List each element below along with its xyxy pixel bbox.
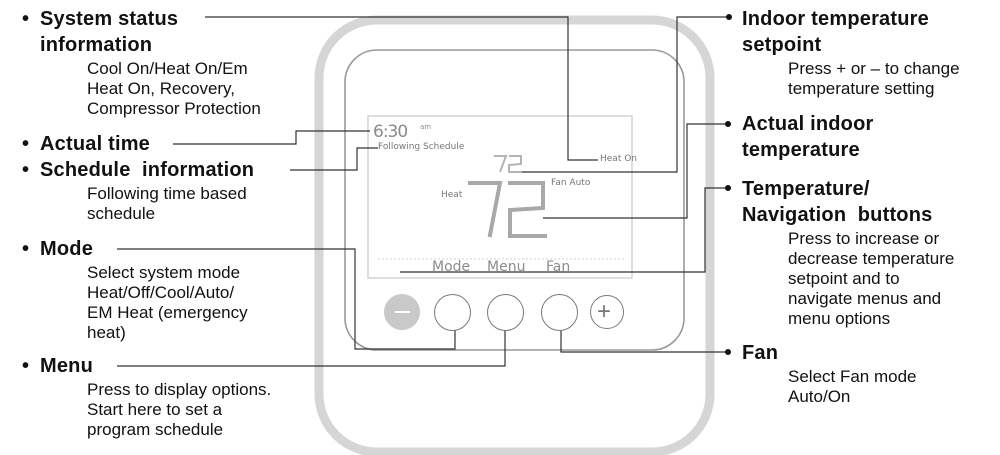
callout-title-line: Navigation buttons <box>742 204 933 226</box>
minus-icon <box>395 311 410 313</box>
desc-line: Heat On, Recovery, <box>87 79 236 98</box>
callout-indoor-setpoint: Indoor temperature setpoint Press + or – … <box>742 6 960 99</box>
desc-line: schedule <box>87 204 156 223</box>
callout-mode: Mode Select system mode Heat/Off/Cool/Au… <box>22 236 248 343</box>
callout-actual-time: Actual time <box>22 131 150 157</box>
callout-temp-nav: Temperature/Navigation buttons Press to … <box>742 176 954 329</box>
setpoint-digits <box>494 155 522 173</box>
callout-title: Fan <box>742 342 779 364</box>
callout-title-line: Temperature/ <box>742 178 870 200</box>
desc-line: temperature setting <box>788 79 935 98</box>
lcd-ampm: am <box>420 123 432 131</box>
indoor-temp-digits <box>468 181 547 238</box>
callout-desc: Select system mode Heat/Off/Cool/Auto/ E… <box>87 263 248 343</box>
lcd-fan-auto: Fan Auto <box>551 178 591 188</box>
lcd-schedule-text: Following Schedule <box>378 142 465 152</box>
callout-title: Mode <box>22 236 248 262</box>
desc-line: Press to display options. <box>87 380 272 399</box>
desc-line: Select system mode <box>87 263 241 282</box>
leader-mode <box>117 248 456 350</box>
desc-line: navigate menus and <box>788 289 942 308</box>
desc-line: EM Heat (emergency <box>87 303 248 322</box>
desc-line: Press + or – to change <box>788 59 960 78</box>
fan-button[interactable] <box>541 294 578 331</box>
leader-actual-time <box>173 130 370 145</box>
callout-desc: Press to increase or decrease temperatur… <box>788 229 954 329</box>
leader-system-status <box>205 16 598 161</box>
softkey-menu: Menu <box>487 259 526 275</box>
callout-title-line: Actual indoor <box>742 113 874 135</box>
callout-menu: Menu Press to display options. Start her… <box>22 353 271 440</box>
desc-line: Select Fan mode <box>788 367 917 386</box>
callout-schedule-info: Schedule information Following time base… <box>22 157 254 224</box>
desc-line: heat) <box>87 323 126 342</box>
callout-title: System status information <box>22 6 261 58</box>
leader-temp-nav <box>400 187 728 273</box>
leader-indoor-temp <box>543 123 728 219</box>
callout-title: Actual indoor temperature <box>742 111 874 163</box>
menu-button[interactable] <box>487 294 524 331</box>
callout-title-line: temperature <box>742 139 860 161</box>
plus-icon: + <box>597 298 612 325</box>
desc-line: program schedule <box>87 420 224 439</box>
callout-actual-indoor: Actual indoor temperature <box>742 111 874 163</box>
callout-system-status: System status information Cool On/Heat On… <box>22 6 261 119</box>
leader-dots <box>725 14 732 355</box>
desc-line: menu options <box>788 309 891 328</box>
desc-line: Auto/On <box>788 387 851 406</box>
callout-desc: Following time based schedule <box>87 184 254 224</box>
callout-desc: Press to display options. Start here to … <box>87 380 271 440</box>
callout-title-line: Indoor temperature <box>742 8 929 30</box>
lcd-mode-label: Heat <box>441 190 463 200</box>
callout-title-line: information <box>40 34 153 56</box>
leader-fan <box>560 329 728 353</box>
callout-fan: Fan Select Fan mode Auto/On <box>742 340 917 407</box>
plus-button[interactable]: + <box>590 295 624 329</box>
softkey-fan: Fan <box>546 259 571 275</box>
thermostat-bezel <box>314 15 715 455</box>
leader-setpoint <box>515 16 729 173</box>
callout-title: Schedule information <box>22 157 254 183</box>
callout-title: Indoor temperature setpoint <box>742 6 960 58</box>
mode-button[interactable] <box>434 294 471 331</box>
callout-title: Actual time <box>22 131 150 157</box>
desc-line: Cool On/Heat On/Em <box>87 59 248 78</box>
desc-line: Heat/Off/Cool/Auto/ <box>87 283 235 302</box>
softkey-mode: Mode <box>432 259 471 275</box>
lcd-heat-on: Heat On <box>600 154 637 164</box>
callout-desc: Press + or – to change temperature setti… <box>788 59 960 99</box>
lcd-screen <box>367 115 633 279</box>
minus-button[interactable] <box>384 294 420 330</box>
callout-title-line: System status <box>40 8 179 30</box>
desc-line: setpoint and to <box>788 269 900 288</box>
lcd-time: 6:30 <box>373 122 408 142</box>
desc-line: Press to increase or <box>788 229 940 248</box>
callout-title-line: setpoint <box>742 34 822 56</box>
leader-schedule <box>290 147 378 171</box>
desc-line: decrease temperature <box>788 249 955 268</box>
callout-desc: Select Fan mode Auto/On <box>788 367 917 407</box>
desc-line: Following time based <box>87 184 247 203</box>
desc-line: Compressor Protection <box>87 99 261 118</box>
callout-title: Menu <box>22 353 271 379</box>
desc-line: Start here to set a <box>87 400 223 419</box>
callout-desc: Cool On/Heat On/Em Heat On, Recovery, Co… <box>87 59 261 119</box>
callout-title: Temperature/Navigation buttons <box>742 176 954 228</box>
